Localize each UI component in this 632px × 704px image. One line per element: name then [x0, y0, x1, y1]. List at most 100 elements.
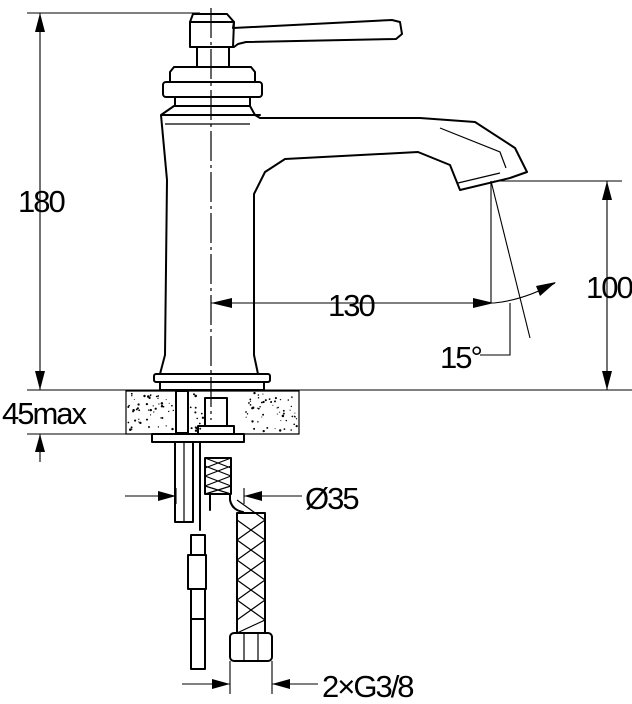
countertop-speck [274, 397, 277, 400]
countertop-speck [127, 406, 130, 408]
countertop-speck [289, 409, 291, 411]
countertop-speck [137, 403, 140, 406]
countertop-speck [149, 408, 152, 412]
countertop-speck [264, 399, 267, 402]
countertop-speck [145, 418, 149, 421]
countertop-speck [148, 396, 151, 400]
countertop-speck [136, 407, 139, 410]
countertop-speck [127, 421, 130, 424]
countertop-speck [295, 418, 298, 420]
countertop-speck [251, 420, 254, 423]
countertop-speck [280, 420, 282, 422]
countertop-speck [291, 396, 293, 398]
countertop-speck [277, 406, 279, 409]
countertop-speck [138, 418, 140, 420]
countertop-speck [130, 426, 133, 429]
countertop-speck [147, 409, 150, 411]
countertop-speck [149, 394, 152, 397]
countertop-speck [193, 393, 195, 396]
countertop-speck [189, 406, 192, 409]
faucet-body [153, 8, 528, 420]
countertop-speck [279, 398, 282, 401]
countertop-speck [161, 417, 164, 419]
countertop-speck [154, 407, 157, 410]
countertop-speck [132, 410, 134, 413]
countertop-speck [293, 415, 296, 417]
countertop-speck [249, 404, 252, 406]
countertop-speck [153, 411, 155, 413]
countertop-speck [268, 398, 271, 400]
countertop-speck [134, 419, 137, 422]
countertop-speck [245, 411, 247, 413]
countertop-speck [148, 426, 150, 428]
countertop-speck [270, 401, 273, 403]
countertop-speck [253, 427, 256, 430]
countertop-speck [155, 395, 158, 398]
countertop-speck [290, 405, 292, 408]
countertop-speck [190, 427, 193, 430]
countertop-speck [274, 428, 276, 430]
countertop-speck [160, 404, 164, 408]
countertop-speck [246, 413, 249, 415]
countertop-speck [293, 423, 296, 426]
countertop-speck [128, 404, 130, 407]
countertop-speck [171, 427, 174, 431]
countertop-speck [143, 394, 146, 398]
countertop-speck [165, 425, 167, 427]
countertop-speck [139, 421, 142, 425]
countertop-speck [272, 404, 274, 406]
countertop-speck [274, 400, 276, 403]
countertop-speck [266, 426, 269, 429]
deck-thickness-label: 45max [2, 396, 88, 431]
underdeck-hardware [151, 390, 273, 670]
countertop-speck [168, 402, 170, 404]
countertop-speck [285, 419, 288, 422]
countertop-speck [194, 429, 198, 432]
countertop-speck [157, 397, 159, 399]
reach-130-label: 130 [328, 288, 375, 323]
countertop-speck [256, 407, 258, 409]
countertop-speck [133, 398, 135, 400]
countertop-speck [253, 391, 256, 395]
countertop-speck [257, 394, 260, 396]
countertop-speck [251, 406, 255, 409]
countertop-speck [248, 402, 250, 404]
countertop-speck [262, 413, 265, 416]
countertop-speck [279, 411, 281, 413]
countertop-speck [279, 429, 282, 432]
countertop-speck [158, 403, 160, 405]
spout-angle-label: 15° [440, 340, 481, 375]
countertop-speck [194, 411, 197, 414]
countertop-speck [282, 409, 285, 412]
countertop-speck [257, 397, 260, 399]
countertop-speck [138, 421, 140, 423]
countertop-speck [138, 409, 141, 412]
countertop-speck [157, 426, 160, 428]
countertop-speck [150, 414, 152, 416]
countertop-speck [257, 407, 260, 410]
countertop-speck [283, 428, 286, 430]
countertop-speck [281, 414, 285, 418]
countertop-speck [131, 428, 133, 430]
countertop-speck [282, 412, 285, 415]
countertop-speck [262, 400, 265, 404]
countertop-speck [172, 409, 174, 412]
countertop-speck [295, 425, 298, 428]
countertop-speck [262, 429, 265, 433]
countertop-speck [249, 400, 252, 402]
countertop-speck [168, 410, 170, 413]
countertop-speck [291, 415, 294, 418]
countertop-speck [198, 422, 201, 425]
height-180-label: 180 [18, 184, 65, 219]
countertop-speck [294, 412, 296, 414]
countertop-speck [261, 416, 263, 418]
countertop-speck [157, 395, 160, 397]
countertop-speck [152, 405, 154, 407]
countertop-speck [194, 406, 197, 409]
countertop-speck [165, 399, 167, 401]
countertop-speck [257, 421, 259, 423]
countertop-speck [194, 394, 197, 398]
hole-diameter-label: Ø35 [305, 481, 358, 516]
countertop-speck [160, 417, 162, 419]
